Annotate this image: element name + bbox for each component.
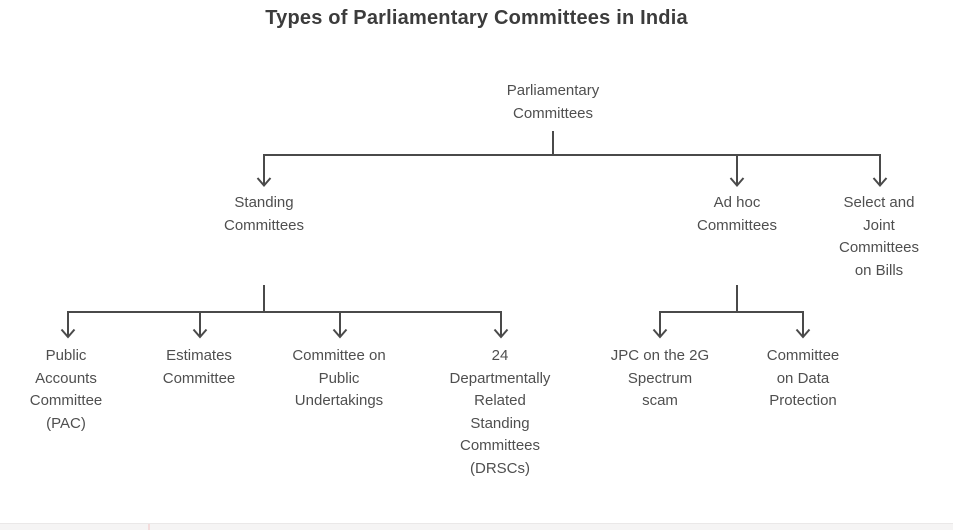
edge-standing-bracket (67, 311, 502, 336)
bottom-panel-divider (148, 524, 150, 530)
arrowhead-jpc (652, 328, 668, 339)
bottom-panel-edge (0, 523, 953, 530)
arrowhead-data-protection (795, 328, 811, 339)
edge-adhoc-bracket (659, 311, 804, 336)
arrowhead-select-joint (872, 177, 888, 188)
node-jpc-2g-spectrum: JPC on the 2G Spectrum scam (610, 347, 710, 409)
arrowhead-drsc (493, 328, 509, 339)
arrowhead-cpu (332, 328, 348, 339)
arrowhead-adhoc (729, 177, 745, 188)
edge-level1-bracket (263, 154, 881, 185)
node-estimates-committee: Estimates Committee (162, 347, 236, 387)
node-committee-data-protection: Committee on Data Protection (766, 347, 840, 409)
node-adhoc-committees: Ad hoc Committees (696, 194, 778, 234)
node-public-accounts-committee: Public Accounts Committee (PAC) (29, 347, 103, 432)
node-select-joint-committees: Select and Joint Committees on Bills (838, 194, 920, 279)
arrowhead-estimates (192, 328, 208, 339)
node-standing-committees: Standing Committees (223, 194, 305, 234)
diagram-title: Types of Parliamentary Committees in Ind… (265, 7, 688, 29)
arrowhead-pac (60, 328, 76, 339)
node-drsc: 24 Departmentally Related Standing Commi… (449, 347, 551, 477)
node-parliamentary-committees: Parliamentary Committees (506, 82, 600, 122)
arrowhead-standing (256, 177, 272, 188)
node-committee-public-undertakings: Committee on Public Undertakings (292, 347, 386, 409)
